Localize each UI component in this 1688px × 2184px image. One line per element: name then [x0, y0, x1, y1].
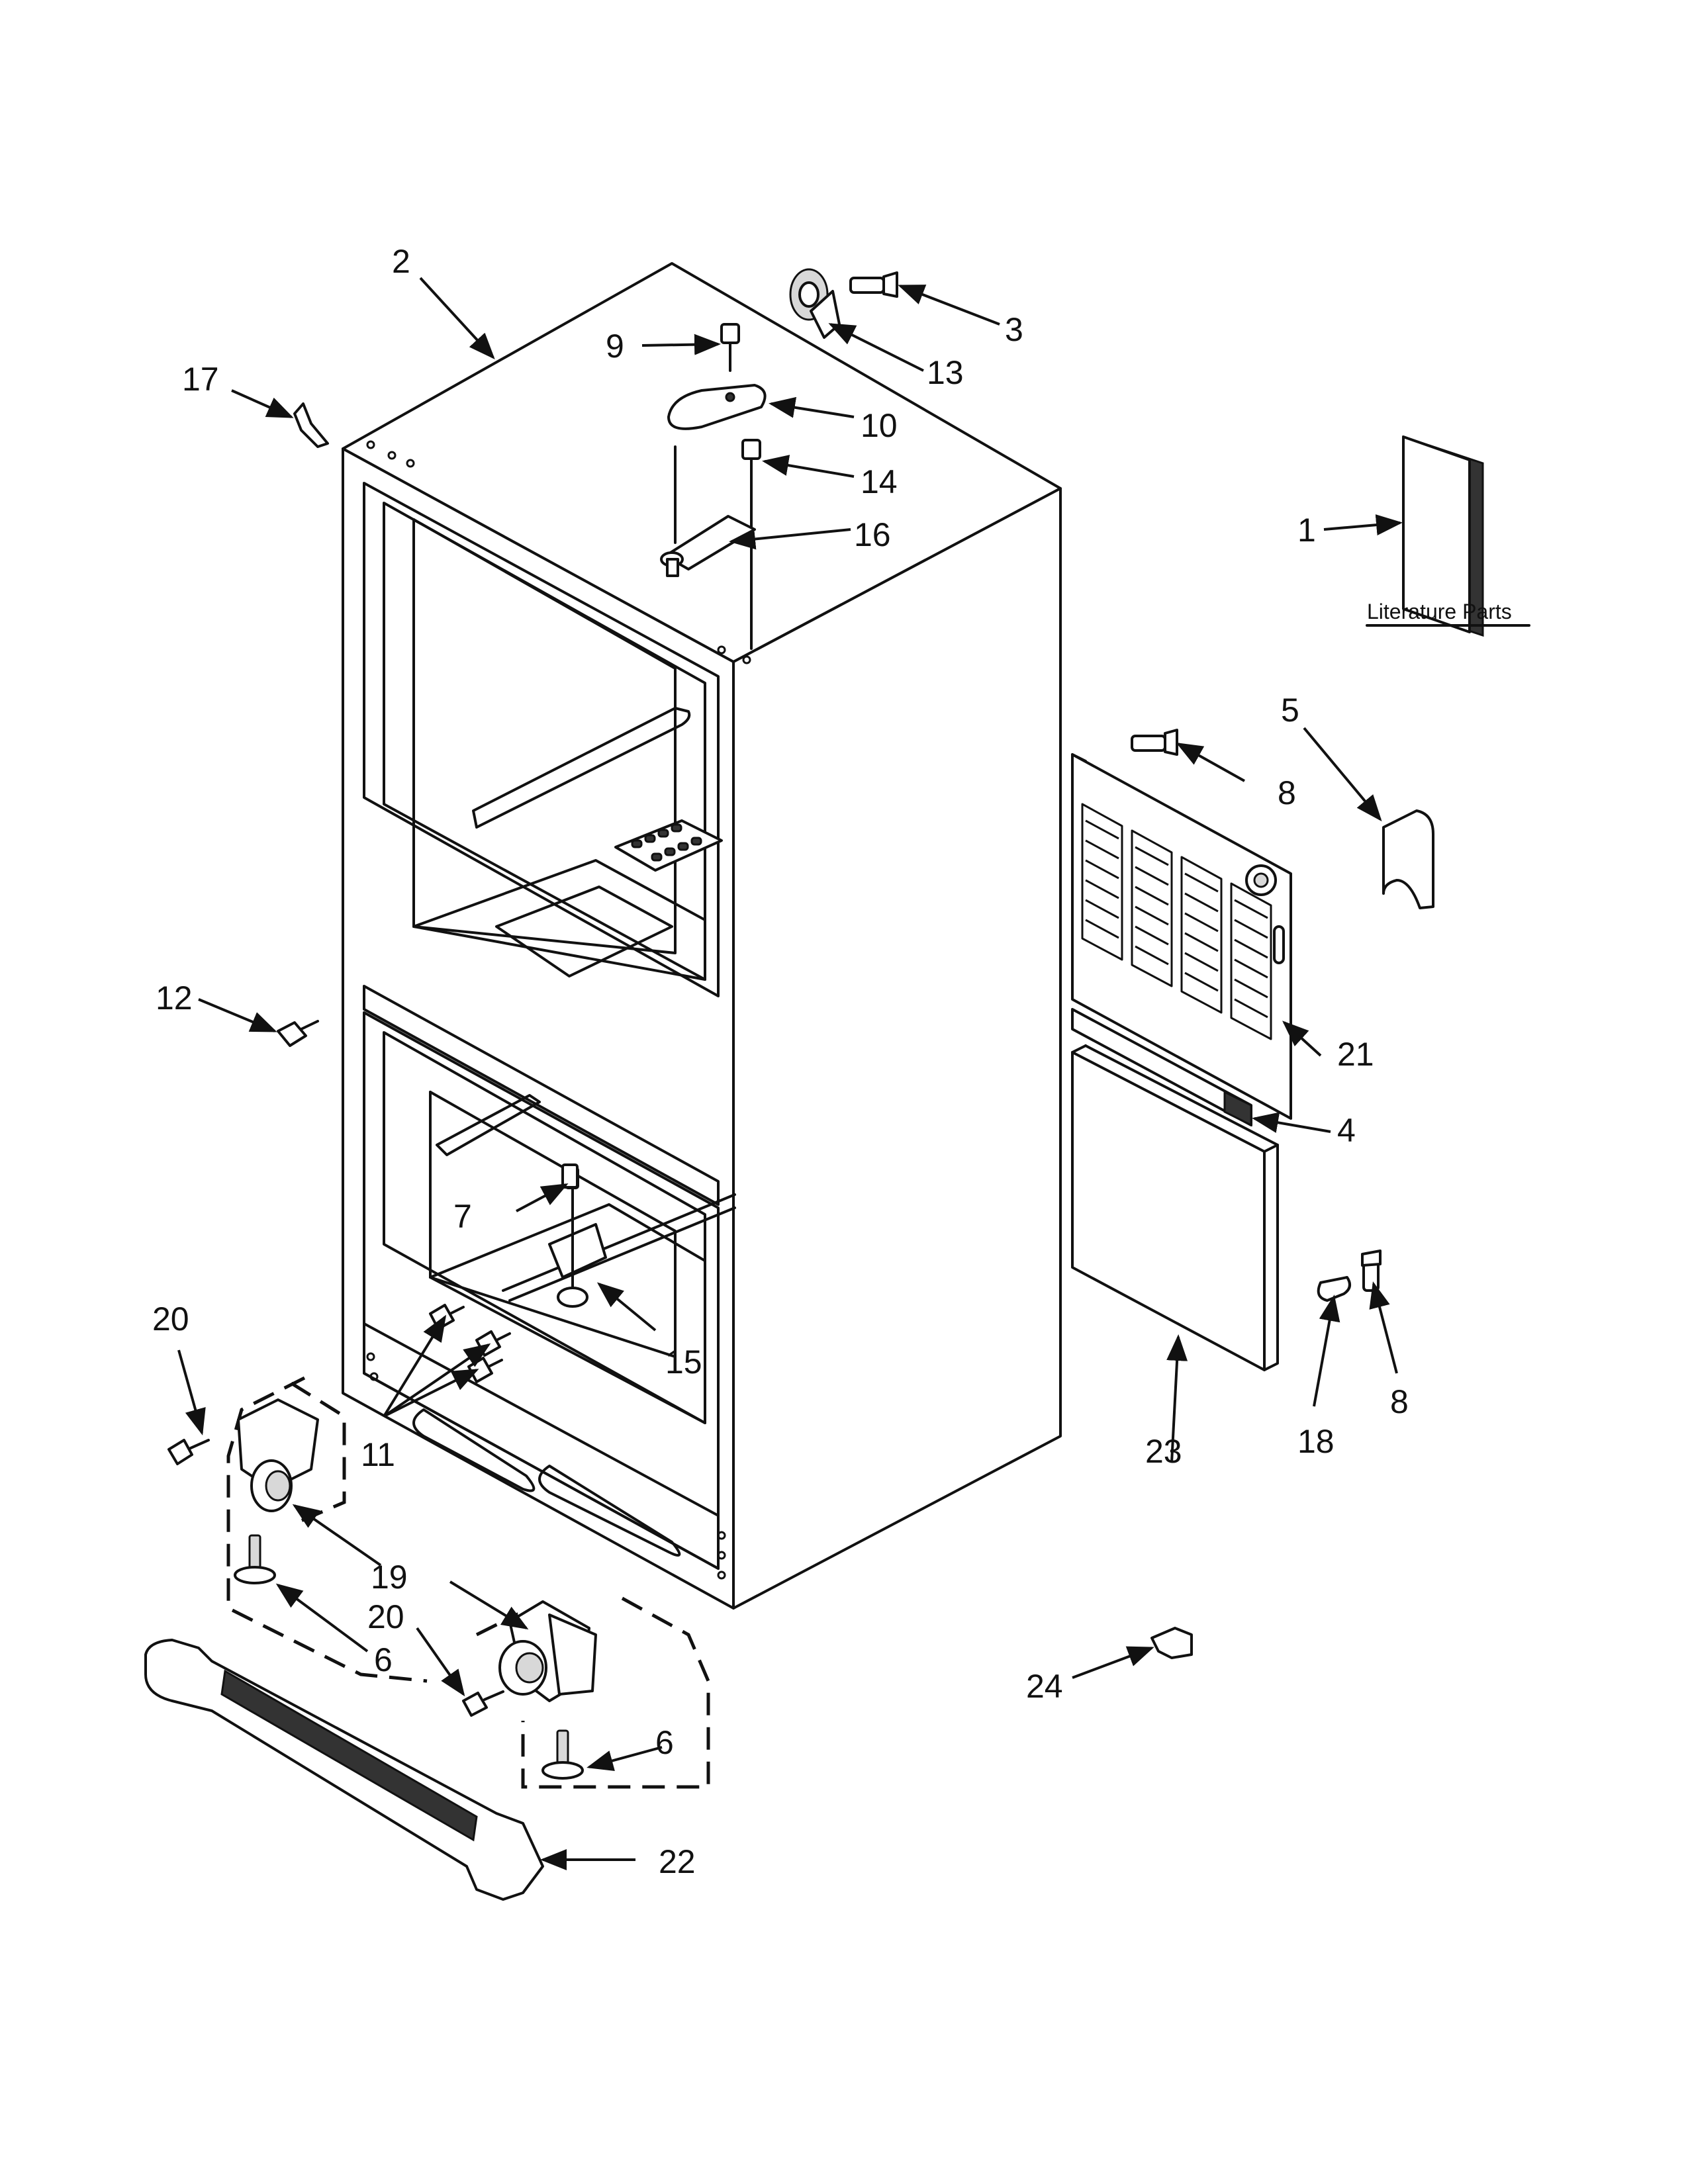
callout-2: 2 [392, 243, 410, 280]
callout-16: 16 [854, 516, 891, 553]
literature-booklet [1402, 435, 1484, 637]
callout-20-left: 20 [152, 1300, 189, 1338]
callout-4: 4 [1337, 1112, 1356, 1149]
callout-3: 3 [1005, 311, 1023, 348]
clip-part-18 [1317, 1276, 1351, 1302]
callout-18: 18 [1297, 1423, 1335, 1460]
callout-6-right: 6 [655, 1724, 674, 1761]
access-panel-part-23 [1071, 1044, 1279, 1371]
callout-10: 10 [861, 407, 898, 444]
seal-strip-part-4 [1071, 1008, 1252, 1127]
callout-12: 12 [156, 979, 193, 1017]
callout-11: 11 [361, 1436, 395, 1473]
callout-5: 5 [1281, 692, 1299, 729]
callout-19: 19 [371, 1559, 408, 1596]
callout-1: 1 [1297, 512, 1316, 549]
literature-parts-label: Literature Parts [1367, 600, 1512, 623]
callout-23: 23 [1145, 1433, 1182, 1470]
callout-leaders [177, 277, 1403, 1870]
callout-6-left: 6 [374, 1641, 393, 1678]
screw-part-8-lower [1361, 1250, 1382, 1292]
callout-8-upper: 8 [1278, 774, 1296, 811]
callout-21: 21 [1337, 1036, 1374, 1073]
cabinet [342, 262, 1062, 1610]
roller-assembly-right [462, 1596, 710, 1789]
base-grille-part-22 [144, 1639, 544, 1901]
callout-8-lower: 8 [1390, 1383, 1409, 1420]
callout-14: 14 [861, 463, 898, 500]
callout-7: 7 [453, 1198, 472, 1235]
roller-assembly-left [167, 1376, 428, 1683]
callout-24: 24 [1026, 1668, 1063, 1705]
callout-numbers: 1 2 3 4 5 6 6 7 8 8 9 10 11 12 13 14 15 … [152, 243, 1409, 1880]
callout-15: 15 [665, 1343, 702, 1381]
callout-22: 22 [659, 1843, 696, 1880]
callout-20-right: 20 [367, 1598, 404, 1635]
grille-assembly [1071, 729, 1292, 1120]
callout-17: 17 [182, 361, 219, 398]
handle-trim-part-5 [1382, 809, 1434, 909]
clip-part-24 [1150, 1627, 1193, 1659]
callout-9: 9 [606, 328, 624, 365]
callout-13: 13 [927, 354, 964, 391]
